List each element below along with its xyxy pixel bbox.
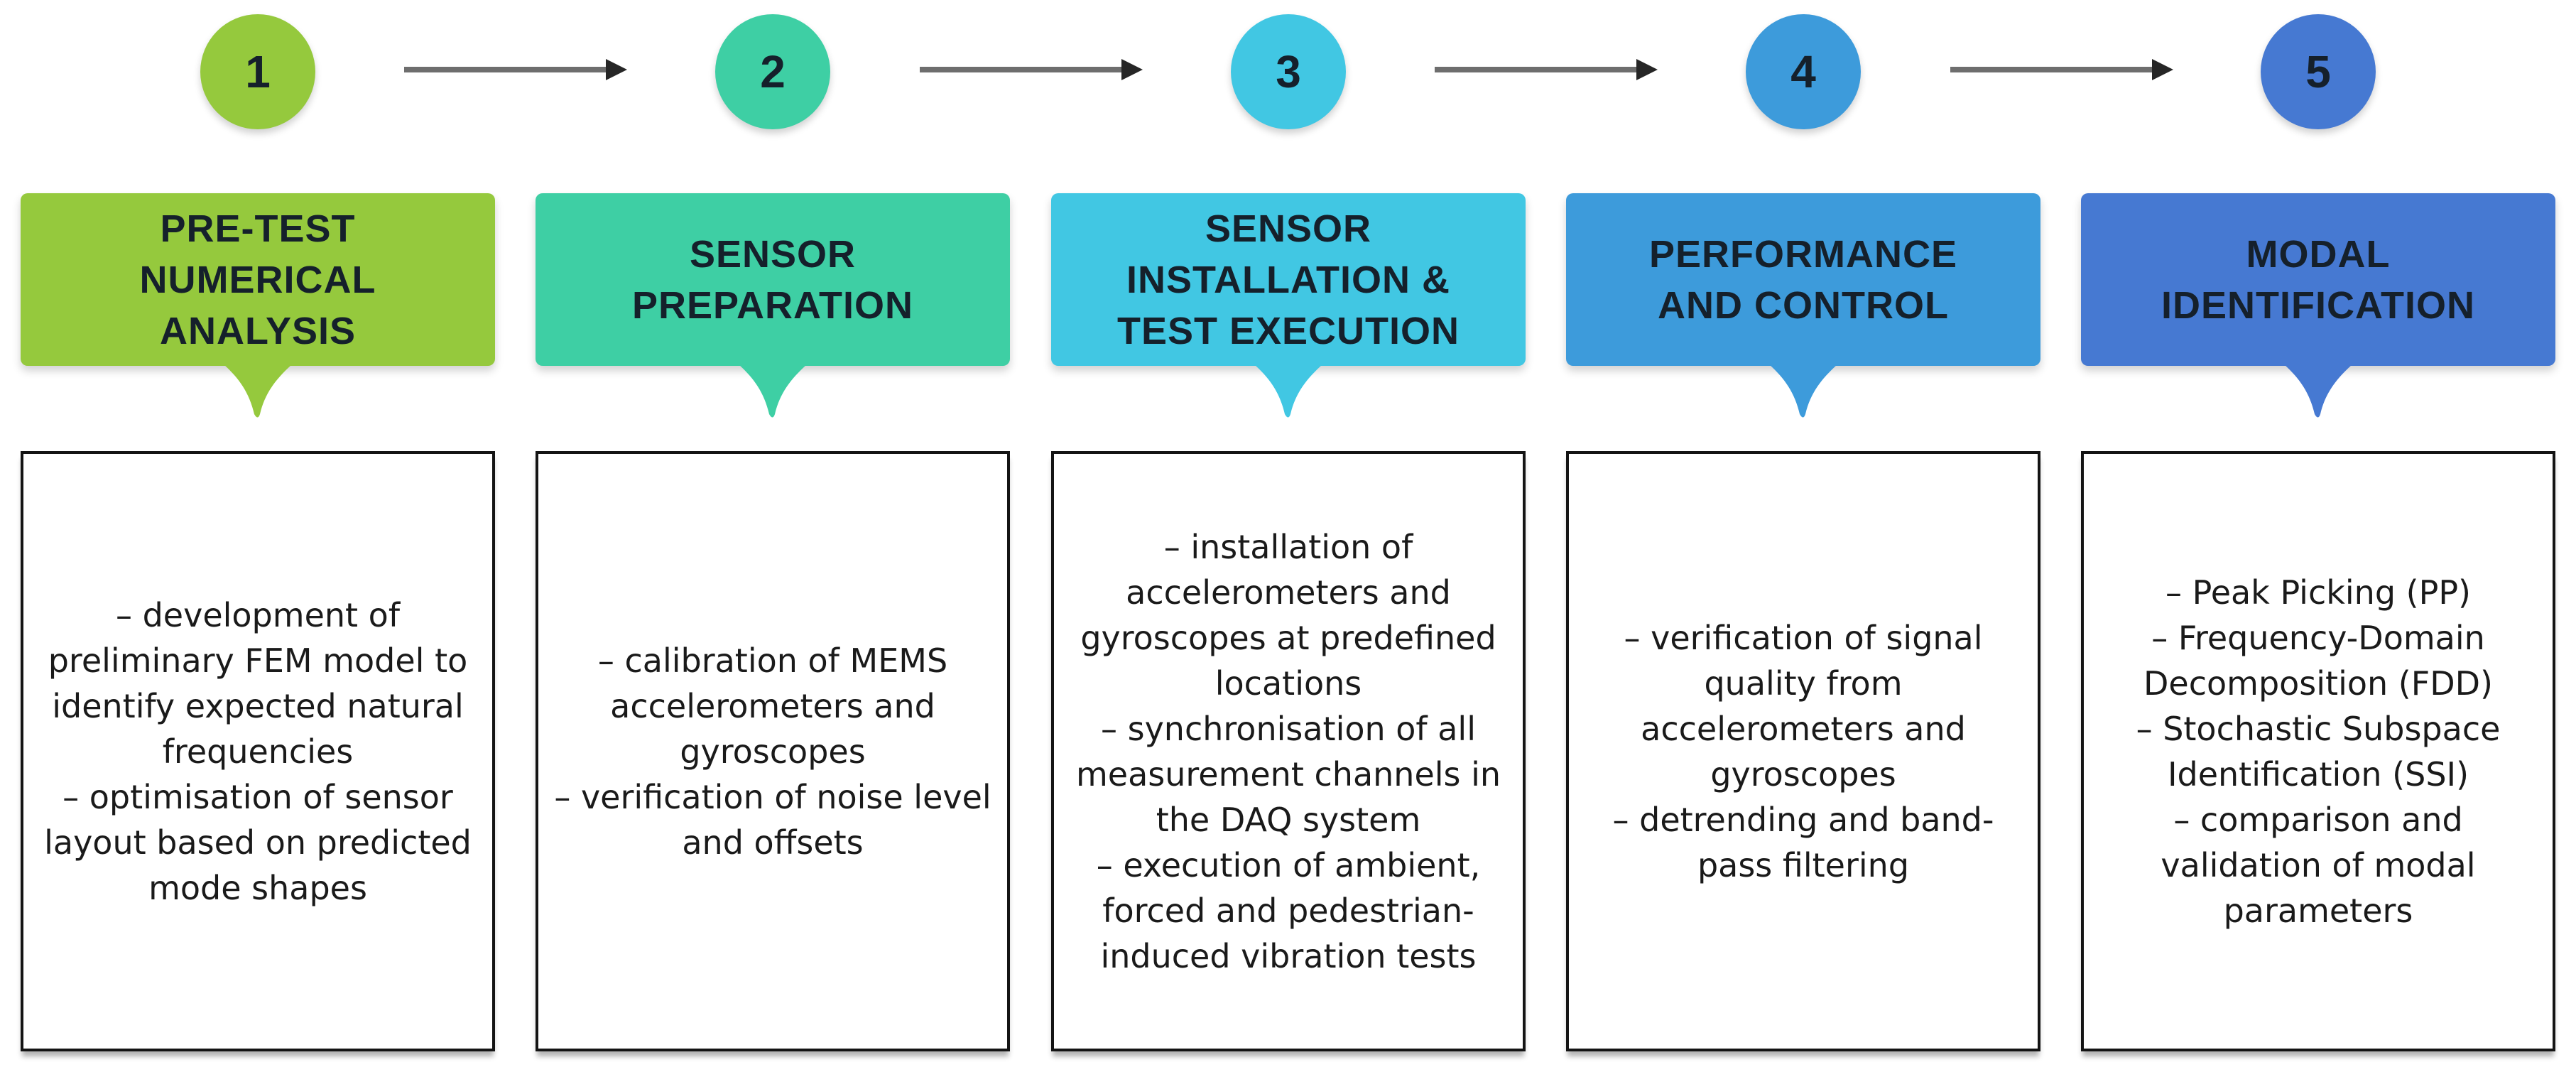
step-column-1: 1 PRE-TEST NUMERICAL ANALYSIS – developmen… <box>0 0 516 1072</box>
list-item: – execution of ambient, forced and pedes… <box>1096 845 1481 975</box>
step-4-detail-box: – verification of signal quality from ac… <box>1566 451 2040 1051</box>
step-4-header: PERFORMANCE AND CONTROL <box>1566 193 2040 366</box>
list-item: ANALYSIS <box>159 309 357 352</box>
step-1-bullet-list: – development of preliminary FEM model t… <box>38 592 478 911</box>
list-item: – detrending and band-pass filtering <box>1612 800 1994 884</box>
flow-arrow-1-2 <box>404 59 627 80</box>
list-item: INSTALLATION & <box>1126 258 1450 301</box>
step-3-number: 3 <box>1276 46 1301 97</box>
step-3-bullet-list: – installation of accelerometers and gyr… <box>1068 524 1509 979</box>
list-item: TEST EXECUTION <box>1116 309 1460 352</box>
step-2-bullet-list: – calibration of MEMS accelerometers and… <box>553 638 993 865</box>
list-item: NUMERICAL <box>139 258 376 301</box>
list-item: SENSOR <box>1205 207 1372 250</box>
step-4-number: 4 <box>1790 46 1816 97</box>
list-item: PRE-TEST <box>160 207 356 250</box>
step-3-circle: 3 <box>1231 14 1346 129</box>
list-item: – synchronisation of all measurement cha… <box>1075 709 1501 839</box>
step-1-circle: 1 <box>200 14 315 129</box>
step-1-title: PRE-TEST NUMERICAL ANALYSIS <box>140 203 376 357</box>
step-5-header: MODAL IDENTIFICATION <box>2081 193 2555 366</box>
step-5-header-tail <box>2284 364 2352 418</box>
step-column-2: 2 SENSOR PREPARATION – calibration of MEM… <box>515 0 1031 1072</box>
list-item: SENSOR <box>689 232 857 276</box>
flow-arrow-4-5 <box>1950 59 2173 80</box>
flow-arrow-2-3 <box>920 59 1143 80</box>
step-2-header: SENSOR PREPARATION <box>536 193 1010 366</box>
step-1-header: PRE-TEST NUMERICAL ANALYSIS <box>21 193 495 366</box>
step-5-circle: 5 <box>2261 14 2376 129</box>
step-5-title: MODAL IDENTIFICATION <box>2161 229 2475 331</box>
list-item: MODAL <box>2246 232 2391 276</box>
step-5-number: 5 <box>2305 46 2331 97</box>
step-3-header-tail <box>1254 364 1322 418</box>
list-item: – verification of signal quality from ac… <box>1624 618 1983 794</box>
step-column-5: 5 MODAL IDENTIFICATION – Peak Picking (PP… <box>2060 0 2576 1072</box>
step-4-circle: 4 <box>1746 14 1861 129</box>
list-item: – Stochastic Subspace Identification (SS… <box>2136 709 2501 794</box>
step-1-number: 1 <box>245 46 271 97</box>
list-item: AND CONTROL <box>1658 283 1949 327</box>
list-item: – Frequency-Domain Decomposition (FDD) <box>2143 618 2493 703</box>
step-2-title: SENSOR PREPARATION <box>632 229 913 331</box>
step-3-title: SENSOR INSTALLATION & TEST EXECUTION <box>1117 203 1460 357</box>
step-1-detail-box: – development of preliminary FEM model t… <box>21 451 495 1051</box>
list-item: – comparison and validation of modal par… <box>2161 800 2476 930</box>
list-item: – verification of noise level and offset… <box>554 777 991 862</box>
step-1-header-tail <box>224 364 292 418</box>
step-2-circle: 2 <box>715 14 830 129</box>
list-item: – installation of accelerometers and gyr… <box>1080 527 1496 703</box>
list-item: – calibration of MEMS accelerometers and… <box>597 641 948 771</box>
list-item: PERFORMANCE <box>1648 232 1957 276</box>
list-item: – Peak Picking (PP) <box>2165 573 2472 612</box>
step-2-number: 2 <box>760 46 786 97</box>
list-item: IDENTIFICATION <box>2161 283 2475 327</box>
step-5-detail-box: – Peak Picking (PP) – Frequency-Domain De… <box>2081 451 2555 1051</box>
step-2-detail-box: – calibration of MEMS accelerometers and… <box>536 451 1010 1051</box>
list-item: PREPARATION <box>631 283 913 327</box>
step-3-header: SENSOR INSTALLATION & TEST EXECUTION <box>1051 193 1526 366</box>
step-column-3: 3 SENSOR INSTALLATION & TEST EXECUTION – i… <box>1031 0 1546 1072</box>
step-3-detail-box: – installation of accelerometers and gyr… <box>1051 451 1526 1051</box>
step-5-bullet-list: – Peak Picking (PP) – Frequency-Domain De… <box>2098 570 2538 933</box>
step-4-bullet-list: – verification of signal quality from ac… <box>1583 615 2023 888</box>
step-column-4: 4 PERFORMANCE AND CONTROL – verification … <box>1545 0 2061 1072</box>
flow-arrow-3-4 <box>1435 59 1658 80</box>
step-2-header-tail <box>739 364 807 418</box>
step-4-header-tail <box>1769 364 1837 418</box>
list-item: – optimisation of sensor layout based on… <box>44 777 472 907</box>
list-item: – development of preliminary FEM model t… <box>48 595 468 771</box>
step-4-title: PERFORMANCE AND CONTROL <box>1649 229 1957 331</box>
